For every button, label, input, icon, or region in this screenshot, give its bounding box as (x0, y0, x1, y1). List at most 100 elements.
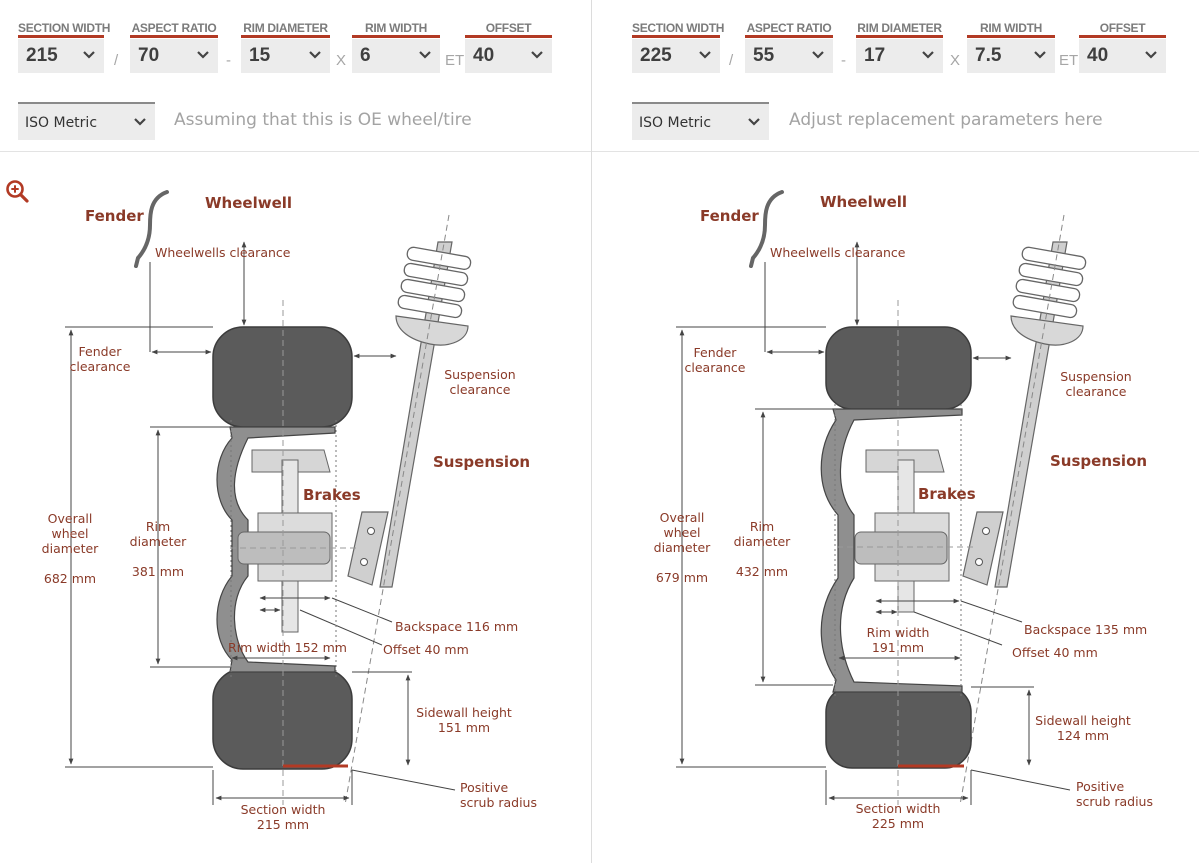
wheelwell-label: Wheelwell (205, 194, 292, 212)
rim-width-label: RIM WIDTH (352, 18, 440, 38)
offset-select[interactable]: OFFSET 40 (465, 18, 552, 73)
section-width-value: 225 (640, 45, 672, 66)
tire-top (825, 326, 972, 410)
chevron-down-icon (309, 51, 321, 59)
brakes-shape (237, 449, 333, 633)
chevron-down-icon (531, 51, 543, 59)
sidewall-height-label-1: Sidewall height (1035, 713, 1131, 728)
sidewall-height-label-2: 124 mm (1057, 728, 1109, 743)
fender-label: Fender (700, 207, 759, 225)
aspect-ratio-dropdown[interactable]: 55 (745, 39, 833, 73)
section-width-dim-label-2: 225 mm (872, 816, 924, 831)
fender-label: Fender (85, 207, 144, 225)
separator-et: ET (445, 52, 465, 69)
brakes-label: Brakes (918, 485, 976, 503)
section-width-select[interactable]: SECTION WIDTH 225 (632, 18, 724, 73)
rim-diameter-dim-value: 381 mm (132, 564, 184, 579)
rim-width-dropdown[interactable]: 7.5 (967, 39, 1055, 73)
chevron-down-icon (812, 51, 824, 59)
offset-dropdown[interactable]: 40 (1079, 39, 1166, 73)
section-width-dropdown[interactable]: 225 (632, 39, 720, 73)
overall-diameter-value: 682 mm (44, 571, 96, 586)
wheelwells-clearance-label: Wheelwells clearance (155, 245, 291, 260)
offset-select[interactable]: OFFSET 40 (1079, 18, 1166, 73)
suspension-label: Suspension (1050, 452, 1147, 470)
overall-diameter-label-1: Overall (660, 510, 705, 525)
sidewall-height-label-1: Sidewall height (416, 705, 512, 720)
unit-system-value: ISO Metric (639, 115, 712, 131)
separator-dash: - (841, 52, 846, 69)
rim-width-dim-label: Rim width 152 mm (228, 640, 347, 655)
chevron-down-icon (1034, 51, 1046, 59)
oe-hint-text: Assuming that this is OE wheel/tire (174, 110, 472, 130)
suspension-clearance-label-2: clearance (1066, 384, 1127, 399)
chevron-down-icon (748, 118, 760, 126)
suspension-strut (962, 241, 1087, 588)
rim-diameter-select[interactable]: RIM DIAMETER 17 (856, 18, 943, 73)
rim-width-select[interactable]: RIM WIDTH 6 (352, 18, 440, 73)
rim-diameter-label-1: Rim (146, 519, 170, 534)
replacement-wheel-panel: SECTION WIDTH 225 / ASPECT RATIO 55 - RI… (592, 0, 1199, 863)
rim-width-dropdown[interactable]: 6 (352, 39, 440, 73)
rim-diameter-value: 15 (249, 45, 271, 66)
fender-shape (749, 190, 784, 268)
rim-width-dim-label-1: Rim width (867, 625, 930, 640)
overall-diameter-label-3: diameter (654, 540, 712, 555)
rim-diameter-dropdown[interactable]: 15 (241, 39, 330, 73)
zoom-in-icon[interactable] (5, 179, 30, 204)
overall-diameter-value: 679 mm (656, 570, 708, 585)
separator-et: ET (1059, 52, 1079, 69)
replacement-hint-text: Adjust replacement parameters here (789, 110, 1103, 130)
section-width-value: 215 (26, 45, 58, 66)
suspension-strut (347, 241, 472, 588)
replacement-wheel-diagram: Fender Wheelwell Wheelwells clearance Fe… (654, 190, 1153, 831)
section-width-select[interactable]: SECTION WIDTH 215 (18, 18, 110, 73)
offset-label: OFFSET (1079, 18, 1166, 38)
suspension-clearance-label-1: Suspension (1060, 369, 1131, 384)
unit-system-select[interactable]: ISO Metric (632, 102, 769, 140)
rim-width-dim-label-2: 191 mm (872, 640, 924, 655)
scrub-radius-label-1: Positive (1076, 779, 1124, 794)
section-width-label: SECTION WIDTH (632, 18, 724, 38)
oe-wheel-panel: SECTION WIDTH 215 / ASPECT RATIO 70 - RI… (0, 0, 592, 863)
aspect-ratio-dropdown[interactable]: 70 (130, 39, 218, 73)
aspect-ratio-select[interactable]: ASPECT RATIO 70 (130, 18, 218, 73)
fender-shape (134, 190, 169, 268)
rim-width-select[interactable]: RIM WIDTH 7.5 (967, 18, 1055, 73)
rim-diameter-dim-value: 432 mm (736, 564, 788, 579)
suspension-label: Suspension (433, 453, 530, 471)
section-width-label: SECTION WIDTH (18, 18, 110, 38)
rim-width-value: 6 (360, 45, 371, 66)
aspect-ratio-value: 70 (138, 45, 160, 66)
section-width-dropdown[interactable]: 215 (18, 39, 104, 73)
wheelwells-clearance-label: Wheelwells clearance (770, 245, 906, 260)
rim-diameter-select[interactable]: RIM DIAMETER 15 (241, 18, 330, 73)
rim-diameter-label-2: diameter (130, 534, 188, 549)
separator-dash: - (226, 52, 231, 69)
chevron-down-icon (419, 51, 431, 59)
section-width-dim-label-2: 215 mm (257, 817, 309, 832)
wheelwell-label: Wheelwell (820, 193, 907, 211)
backspace-label: Backspace 135 mm (1024, 622, 1147, 637)
separator-slash: / (729, 52, 734, 69)
aspect-ratio-select[interactable]: ASPECT RATIO 55 (745, 18, 833, 73)
chevron-down-icon (922, 51, 934, 59)
unit-system-select[interactable]: ISO Metric (18, 102, 155, 140)
rim-width-label: RIM WIDTH (967, 18, 1055, 38)
replacement-parameter-controls: SECTION WIDTH 225 / ASPECT RATIO 55 - RI… (592, 0, 1199, 152)
panel-divider (591, 0, 592, 863)
fender-clearance-label-1: Fender (694, 345, 738, 360)
rim-shape (820, 408, 963, 693)
rim-diameter-label-2: diameter (734, 534, 792, 549)
chevron-down-icon (134, 118, 146, 126)
offset-dropdown[interactable]: 40 (465, 39, 552, 73)
scrub-radius-label-2: scrub radius (1076, 794, 1153, 809)
offset-dim-label: Offset 40 mm (383, 642, 469, 657)
separator-x: X (336, 52, 347, 69)
overall-diameter-label-2: wheel (52, 526, 89, 541)
overall-diameter-label-3: diameter (42, 541, 100, 556)
backspace-label: Backspace 116 mm (395, 619, 518, 634)
scrub-radius-label-1: Positive (460, 780, 508, 795)
chevron-down-icon (83, 51, 95, 59)
rim-diameter-dropdown[interactable]: 17 (856, 39, 943, 73)
